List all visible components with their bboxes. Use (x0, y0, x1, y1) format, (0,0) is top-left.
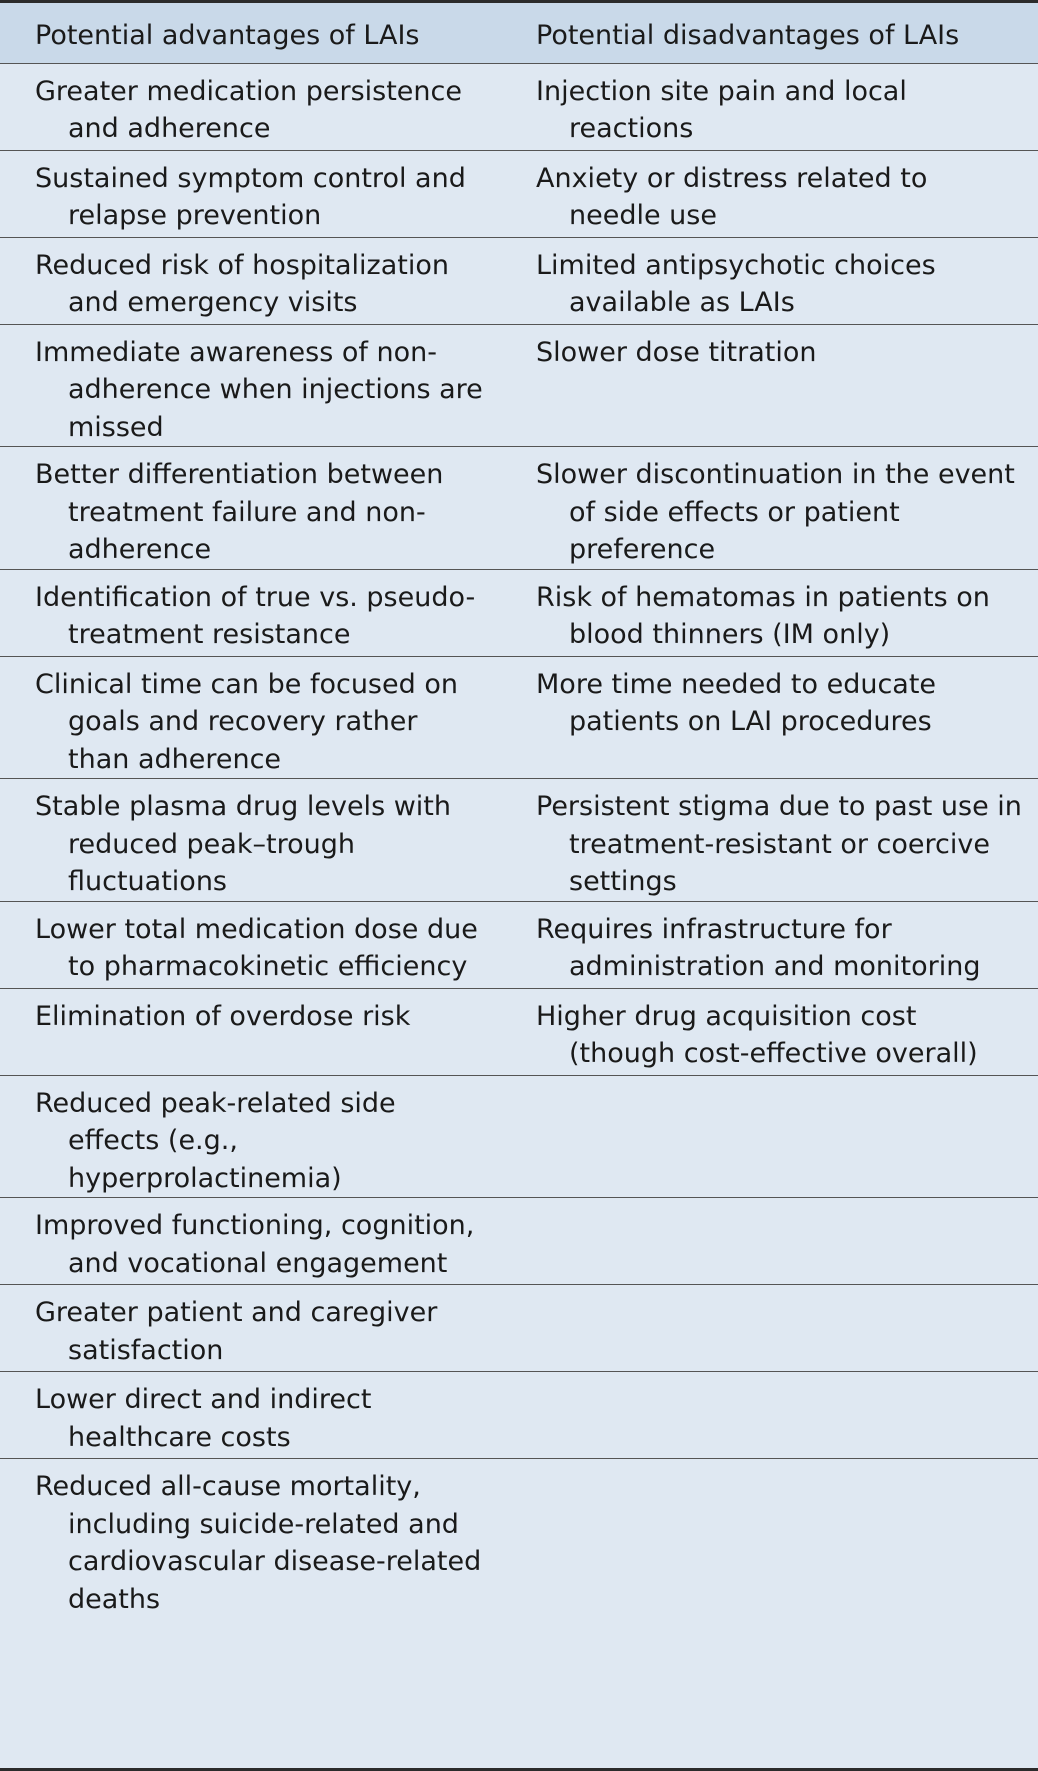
advantage-text: Reduced peak-related side effects (e.g.,… (35, 1087, 396, 1194)
table-row: Reduced peak-related side effects (e.g.,… (0, 1075, 1038, 1198)
disadvantage-cell (501, 1371, 1038, 1459)
disadvantage-text: Persistent stigma due to past use in tre… (536, 791, 1022, 897)
advantage-text: Clinical time can be focused on goals an… (35, 668, 458, 775)
advantage-text: Elimination of overdose risk (35, 1000, 411, 1032)
disadvantage-text: Injection site pain and local reactions (536, 75, 907, 145)
advantage-text: Stable plasma drug levels with reduced p… (35, 791, 451, 897)
table-row: Identification of true vs. pseudo-treatm… (0, 569, 1038, 657)
disadvantage-text: Slower dose titration (536, 336, 817, 368)
disadvantage-cell (501, 1075, 1038, 1198)
lai-table: Potential advantages of LAIs Potential d… (0, 3, 1038, 1634)
advantage-cell: Greater medication persistence and adher… (0, 63, 501, 151)
advantage-cell: Improved functioning, cognition, and voc… (0, 1197, 501, 1285)
disadvantage-cell (501, 1197, 1038, 1285)
advantage-cell: Clinical time can be focused on goals an… (0, 656, 501, 779)
header-advantages: Potential advantages of LAIs (0, 3, 501, 64)
disadvantage-cell: Persistent stigma due to past use in tre… (501, 778, 1038, 902)
advantage-text: Reduced all-cause mortality, including s… (35, 1471, 482, 1615)
advantage-cell: Lower direct and indirect healthcare cos… (0, 1371, 501, 1459)
advantage-cell: Identification of true vs. pseudo-treatm… (0, 569, 501, 657)
disadvantage-text: Higher drug acquisition cost (though cos… (536, 1000, 978, 1070)
table-row: Better differentiation between treatment… (0, 446, 1038, 570)
disadvantage-cell: Slower discontinuation in the event of s… (501, 446, 1038, 570)
advantage-cell: Reduced all-cause mortality, including s… (0, 1459, 501, 1634)
advantage-text: Sustained symptom control and relapse pr… (35, 162, 466, 232)
advantage-text: Improved functioning, cognition, and voc… (35, 1210, 475, 1279)
disadvantage-cell: Higher drug acquisition cost (though cos… (501, 988, 1038, 1076)
advantage-cell: Elimination of overdose risk (0, 988, 501, 1076)
table-body: Greater medication persistence and adher… (0, 63, 1038, 1634)
advantage-cell: Greater patient and caregiver satisfacti… (0, 1284, 501, 1372)
header-row: Potential advantages of LAIs Potential d… (0, 3, 1038, 64)
advantage-cell: Reduced peak-related side effects (e.g.,… (0, 1075, 501, 1198)
advantage-text: Reduced risk of hospitalization and emer… (35, 249, 449, 319)
disadvantage-cell: Risk of hematomas in patients on blood t… (501, 569, 1038, 657)
advantage-text: Lower total medication dose due to pharm… (35, 913, 478, 983)
table-row: Greater patient and caregiver satisfacti… (0, 1284, 1038, 1372)
table-row: Improved functioning, cognition, and voc… (0, 1197, 1038, 1285)
disadvantage-cell (501, 1284, 1038, 1372)
advantage-cell: Immediate awareness of non-adherence whe… (0, 324, 501, 447)
table-header: Potential advantages of LAIs Potential d… (0, 3, 1038, 64)
advantage-text: Greater patient and caregiver satisfacti… (35, 1297, 438, 1366)
advantage-cell: Reduced risk of hospitalization and emer… (0, 237, 501, 325)
table-row: Lower total medication dose due to pharm… (0, 901, 1038, 989)
table-row: Immediate awareness of non-adherence whe… (0, 324, 1038, 447)
disadvantage-cell: Limited antipsychotic choices available … (501, 237, 1038, 325)
disadvantage-cell: More time needed to educate patients on … (501, 656, 1038, 779)
table-row: Greater medication persistence and adher… (0, 63, 1038, 151)
advantage-text: Better differentiation between treatment… (35, 459, 444, 565)
header-disadvantages: Potential disadvantages of LAIs (501, 3, 1038, 64)
disadvantage-text: More time needed to educate patients on … (536, 668, 937, 738)
disadvantage-cell: Anxiety or distress related to needle us… (501, 150, 1038, 238)
advantage-cell: Better differentiation between treatment… (0, 446, 501, 570)
disadvantage-cell: Injection site pain and local reactions (501, 63, 1038, 151)
advantage-cell: Sustained symptom control and relapse pr… (0, 150, 501, 238)
disadvantage-text: Requires infrastructure for administrati… (536, 913, 981, 983)
table-row: Elimination of overdose risk Higher drug… (0, 988, 1038, 1076)
table-row: Stable plasma drug levels with reduced p… (0, 778, 1038, 902)
disadvantage-text: Risk of hematomas in patients on blood t… (536, 581, 990, 651)
disadvantage-text: Slower discontinuation in the event of s… (536, 459, 1015, 565)
advantage-text: Greater medication persistence and adher… (35, 75, 462, 145)
table-row: Reduced all-cause mortality, including s… (0, 1459, 1038, 1634)
table-row: Clinical time can be focused on goals an… (0, 656, 1038, 779)
disadvantage-cell (501, 1459, 1038, 1634)
table-row: Reduced risk of hospitalization and emer… (0, 237, 1038, 325)
table-row: Lower direct and indirect healthcare cos… (0, 1371, 1038, 1459)
advantage-cell: Lower total medication dose due to pharm… (0, 901, 501, 989)
disadvantage-cell: Slower dose titration (501, 324, 1038, 447)
advantage-cell: Stable plasma drug levels with reduced p… (0, 778, 501, 902)
advantage-text: Identification of true vs. pseudo-treatm… (35, 581, 476, 651)
table-row: Sustained symptom control and relapse pr… (0, 150, 1038, 238)
advantage-text: Lower direct and indirect healthcare cos… (35, 1384, 372, 1453)
disadvantage-cell: Requires infrastructure for administrati… (501, 901, 1038, 989)
disadvantage-text: Anxiety or distress related to needle us… (536, 162, 928, 232)
disadvantage-text: Limited antipsychotic choices available … (536, 249, 936, 319)
advantage-text: Immediate awareness of non-adherence whe… (35, 336, 483, 443)
